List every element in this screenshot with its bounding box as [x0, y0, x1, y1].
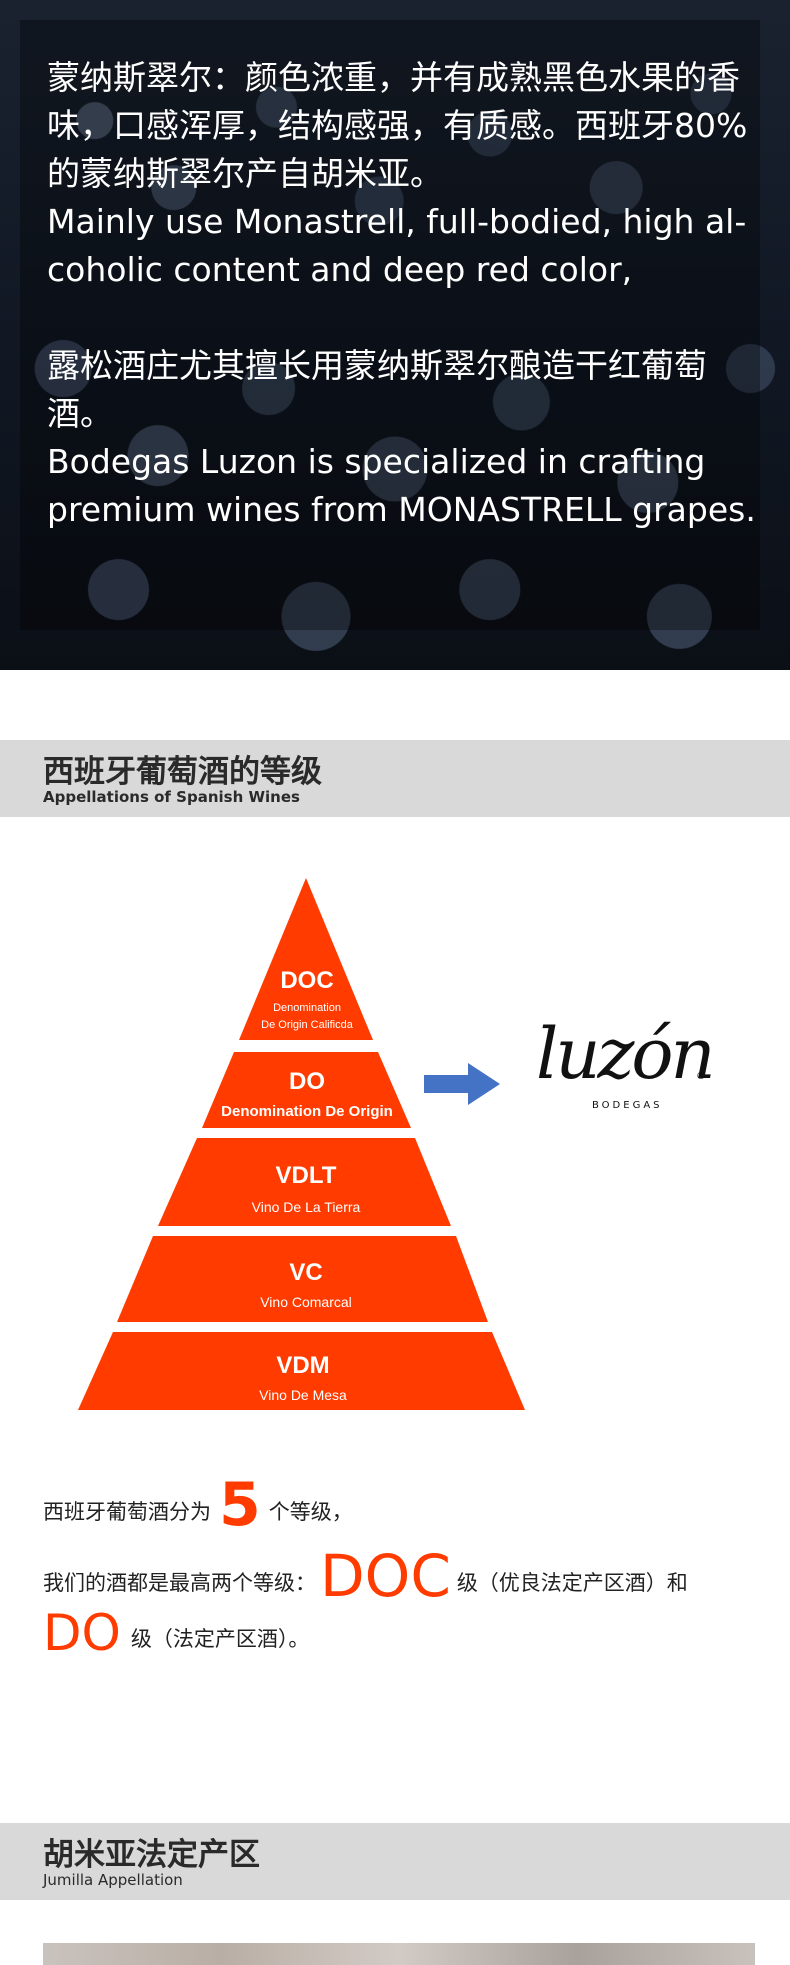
logo-script: luzón: [536, 1013, 716, 1095]
grade-doc-highlight: DOC: [320, 1542, 451, 1610]
jumilla-landscape-image: [43, 1943, 755, 1965]
logo-registered-mark: ®: [696, 1071, 706, 1082]
tier-name-vdm: Vino De Mesa: [259, 1387, 347, 1403]
tier-name-doc-1: Denomination: [273, 1002, 341, 1014]
pyramid-tier-vdm: [78, 1332, 525, 1410]
logo-bodegas: BODEGAS: [592, 1100, 663, 1111]
appellation-pyramid: DOC Denomination De Origin Calificda DO …: [78, 878, 525, 1410]
grades-count: 5: [219, 1470, 261, 1540]
hero-para1-en: Mainly use Monastrell, full-bodied, high…: [47, 202, 747, 289]
section-header-appellations: 西班牙葡萄酒的等级 Appellations of Spanish Wines: [0, 740, 790, 817]
tier-code-do: DO: [289, 1068, 325, 1095]
grade-do-highlight: DO: [43, 1604, 121, 1662]
pyramid-tier-vdlt: [158, 1138, 451, 1226]
hero-image-grapes: 蒙纳斯翠尔：颜色浓重，并有成熟黑色水果的香味，口感浑厚，结构感强，有质感。西班牙…: [0, 0, 790, 670]
tier-name-vc: Vino Comarcal: [260, 1294, 352, 1310]
section-title-en: Appellations of Spanish Wines: [43, 788, 300, 806]
tier-code-vdm: VDM: [276, 1352, 329, 1379]
tier-name-do: Denomination De Origin: [221, 1103, 393, 1120]
tier-name-vdlt: Vino De La Tierra: [252, 1199, 361, 1215]
hero-para1-zh: 蒙纳斯翠尔：颜色浓重，并有成熟黑色水果的香味，口感浑厚，结构感强，有质感。西班牙…: [47, 58, 748, 193]
luzon-logo: luzón ® BODEGAS: [530, 1005, 730, 1145]
pyramid-tier-doc: [239, 878, 373, 1040]
section-title-zh: 西班牙葡萄酒的等级: [43, 754, 322, 790]
tier-code-vc: VC: [289, 1259, 322, 1286]
pyramid-tier-do: [202, 1052, 411, 1128]
tier-code-doc: DOC: [280, 967, 333, 994]
section-title-zh: 胡米亚法定产区: [43, 1837, 260, 1873]
hero-para2-zh: 露松酒庄尤其擅长用蒙纳斯翠尔酿造干红葡萄酒。: [47, 346, 707, 433]
tier-name-doc-2: De Origin Calificda: [261, 1019, 354, 1031]
hero-text-overlay: [20, 20, 760, 630]
hero-para2-en: Bodegas Luzon is specialized in crafting…: [47, 442, 756, 529]
arrow-right-icon: [424, 1063, 500, 1105]
tier-code-vdlt: VDLT: [276, 1162, 337, 1189]
section-header-jumilla: 胡米亚法定产区 Jumilla Appellation: [0, 1823, 790, 1900]
hero-text-block: 蒙纳斯翠尔：颜色浓重，并有成熟黑色水果的香味，口感浑厚，结构感强，有质感。西班牙…: [47, 54, 762, 534]
pyramid-tier-vc: [117, 1236, 488, 1322]
section-title-en: Jumilla Appellation: [43, 1871, 183, 1889]
